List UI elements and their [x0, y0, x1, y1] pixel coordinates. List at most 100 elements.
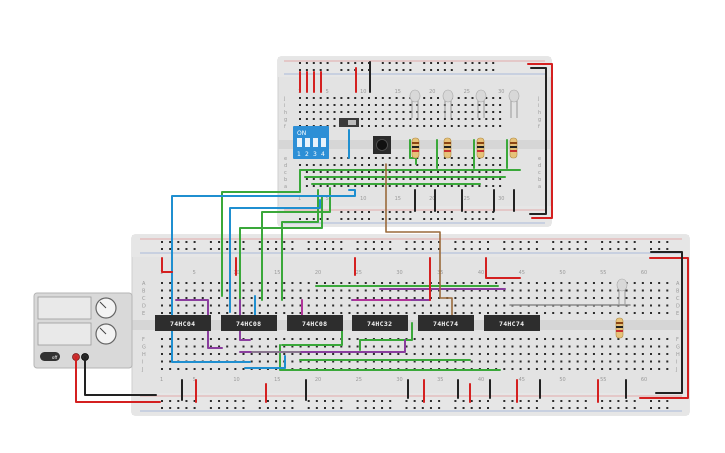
resistor[interactable] [615, 317, 624, 339]
dip-toggle-3[interactable] [313, 138, 318, 147]
ic-chips[interactable]: 74HC04 74HC08 74HC08 74HC32 74HC74 74HC7… [155, 315, 540, 331]
dip-pos-3: 3 [313, 151, 317, 158]
column-number: 40 [478, 270, 484, 276]
row-letter: g [284, 117, 287, 123]
brown-wire[interactable] [385, 163, 453, 323]
dip-switch[interactable]: ON 1 2 3 4 [293, 126, 329, 159]
column-number: 1 [160, 377, 163, 383]
column-number: 40 [478, 377, 484, 383]
row-letter: h [284, 110, 287, 116]
ic-label: 74HC04 [170, 320, 195, 328]
ic-74hc08-2[interactable]: 74HC08 [287, 315, 343, 331]
green-wires[interactable] [221, 139, 521, 371]
red-wires-top[interactable] [299, 63, 553, 219]
row-letter: D [676, 304, 680, 310]
column-number: 50 [559, 377, 565, 383]
row-letter: A [676, 281, 680, 287]
ic-label: 74HC74 [433, 320, 458, 328]
ic-74hc74-2[interactable]: 74HC74 [484, 315, 540, 331]
led[interactable] [475, 89, 487, 118]
ic-label: 74HC32 [367, 320, 392, 328]
resistors[interactable] [411, 137, 624, 339]
dip-toggle-2[interactable] [305, 138, 310, 147]
push-button[interactable] [373, 136, 391, 154]
dip-pos-4: 4 [321, 151, 325, 158]
row-letter: C [142, 296, 146, 302]
column-number: 45 [519, 270, 525, 276]
gray-wires[interactable] [251, 304, 631, 353]
leds[interactable] [409, 89, 628, 304]
row-letter: B [676, 289, 680, 295]
column-number: 60 [641, 270, 647, 276]
column-number: 25 [356, 377, 362, 383]
column-number: 50 [559, 270, 565, 276]
ic-74hc08-1[interactable]: 74HC08 [221, 315, 277, 331]
row-letter: e [284, 156, 287, 162]
led[interactable] [409, 89, 421, 118]
dip-toggle-4[interactable] [321, 138, 326, 147]
column-number: 35 [437, 377, 443, 383]
row-letter: f [284, 124, 286, 130]
resistor[interactable] [476, 137, 485, 159]
ic-74hc04[interactable]: 74HC04 [155, 315, 211, 331]
slide-switch[interactable] [339, 118, 359, 127]
column-number: 25 [464, 89, 470, 95]
resistor[interactable] [509, 137, 518, 159]
row-letter: i [538, 103, 539, 109]
power-supply[interactable]: off [33, 292, 133, 369]
column-number: 30 [396, 270, 402, 276]
column-number: 15 [274, 377, 280, 383]
row-letter: B [142, 289, 146, 295]
column-number: 1 [160, 270, 163, 276]
column-number: 10 [360, 196, 366, 202]
row-letter: c [538, 170, 541, 176]
row-letter: b [538, 177, 541, 183]
row-letter: G [142, 345, 146, 351]
top-breadboard-holes[interactable] [299, 62, 502, 220]
led[interactable] [616, 278, 628, 304]
black-wires-top[interactable] [369, 61, 547, 215]
row-letter: J [675, 367, 677, 373]
row-letter: H [142, 352, 146, 358]
row-letter: b [284, 177, 287, 183]
row-letter: I [142, 360, 143, 366]
row-letter: F [142, 337, 145, 343]
ic-label: 74HC74 [499, 320, 524, 328]
row-letter: F [676, 337, 679, 343]
led[interactable] [442, 89, 454, 118]
red-wires-main[interactable] [75, 257, 689, 403]
row-letter: G [676, 345, 680, 351]
resistor[interactable] [443, 137, 452, 159]
power-button[interactable] [40, 352, 60, 361]
voltage-display [37, 296, 92, 320]
column-number: 30 [498, 89, 504, 95]
column-number: 5 [193, 377, 196, 383]
black-wires-main[interactable] [84, 251, 683, 401]
row-letter: C [676, 296, 680, 302]
dip-pos-1: 1 [297, 151, 301, 158]
column-number: 20 [315, 270, 321, 276]
led[interactable] [508, 89, 520, 118]
column-number: 60 [641, 377, 647, 383]
ic-74hc74-1[interactable]: 74HC74 [418, 315, 474, 331]
ic-74hc32[interactable]: 74HC32 [352, 315, 408, 331]
resistor[interactable] [411, 137, 420, 159]
column-number: 20 [315, 377, 321, 383]
wires[interactable] [75, 61, 689, 403]
row-letter: a [284, 184, 287, 190]
column-number: 30 [396, 377, 402, 383]
column-number: 20 [429, 196, 435, 202]
row-letter: j [537, 96, 539, 102]
column-number: 1 [298, 196, 301, 202]
column-number: 5 [193, 270, 196, 276]
row-letter: f [538, 124, 540, 130]
power-label: off [52, 355, 57, 360]
row-letter: h [538, 110, 541, 116]
row-letter: g [538, 117, 541, 123]
column-number: 10 [360, 89, 366, 95]
dip-toggle-1[interactable] [297, 138, 302, 147]
column-number: 55 [600, 270, 606, 276]
